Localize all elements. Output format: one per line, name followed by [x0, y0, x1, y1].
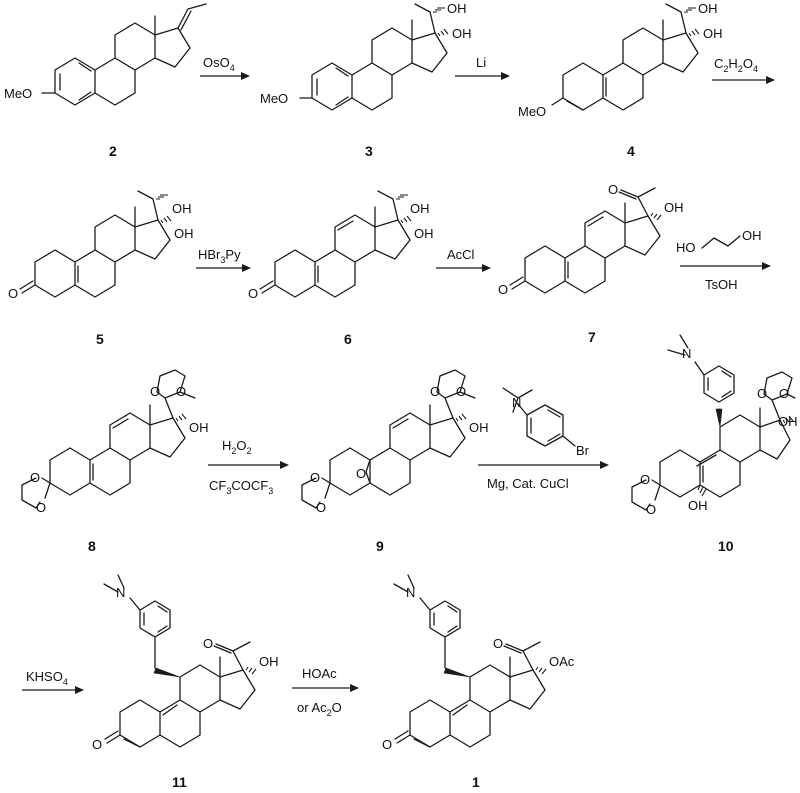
- compound-10-dioxolane-o-a: O: [757, 386, 767, 401]
- compound-11-number: 11: [172, 774, 187, 790]
- reagent-mg-cucl: Mg, Cat. CuCl: [487, 476, 569, 491]
- compound-11-oh: OH: [259, 654, 279, 669]
- reagent-ac2o: or Ac2O: [297, 700, 342, 718]
- compound-2-meo-label: MeO: [4, 86, 32, 101]
- compound-8-ketal-o1: O: [30, 470, 40, 485]
- reagent-hbr3-py: HBr3Py: [198, 247, 241, 265]
- reagent-glycol-oh: OH: [742, 228, 762, 243]
- compound-4-oh-a: OH: [698, 1, 718, 16]
- compound-7-oh: OH: [664, 200, 684, 215]
- compound-1-oac: OAc: [549, 654, 575, 669]
- compound-1-structure: [393, 574, 547, 748]
- compound-3-number: 3: [365, 143, 373, 159]
- compound-9-ketal-o1: O: [310, 470, 320, 485]
- arrow-oxalic-acid: [712, 76, 775, 84]
- reagent-oxalic-acid: C2H2O4: [714, 56, 758, 74]
- arrow-li: [455, 72, 510, 80]
- compound-1-oxo: O: [382, 737, 392, 752]
- compound-6-oh-a: OH: [410, 201, 430, 216]
- compound-7-oxo: O: [498, 282, 508, 297]
- bromoaniline-structure: [502, 387, 576, 447]
- arrow-hbr3-py: [196, 264, 251, 272]
- compound-1-c20-oxo: O: [493, 636, 503, 651]
- compound-10-dioxolane-o-b: O: [779, 386, 789, 401]
- compound-7-structure: [509, 187, 662, 294]
- compound-4-number: 4: [627, 143, 635, 159]
- compound-8-dioxolane-o-b: O: [176, 384, 186, 399]
- reagent-h2o2: H2O2: [222, 438, 252, 456]
- reagent-khso4: KHSO4: [26, 669, 68, 687]
- arrow-accl: [436, 264, 491, 272]
- reagent-accl: AcCl: [447, 247, 475, 262]
- compound-10-number: 10: [718, 538, 734, 554]
- ethylene-glycol-structure: [701, 235, 741, 249]
- reagent-osO4: OsO4: [203, 55, 235, 73]
- compound-8-ketal-o2: O: [36, 500, 46, 515]
- arrow-grignard: [478, 461, 609, 469]
- arrow-osO4: [200, 72, 250, 80]
- compound-8-structure: [21, 369, 196, 509]
- compound-10-oh: OH: [778, 414, 798, 429]
- arrow-glycol-tsoh: [680, 262, 771, 270]
- compound-11-c20-oxo: O: [203, 636, 213, 651]
- compound-7-c20-oxo: O: [608, 182, 618, 197]
- compound-8-dioxolane-o-a: O: [150, 384, 160, 399]
- compound-9-structure: [301, 369, 476, 509]
- compound-3-oh-a: OH: [447, 1, 467, 16]
- compound-5-oxo: O: [8, 286, 18, 301]
- compound-10-ketal-o1: O: [640, 472, 650, 487]
- compound-3-structure: [299, 3, 449, 111]
- reagent-tsoh: TsOH: [705, 277, 738, 292]
- compound-10-5-oh: OH: [688, 498, 708, 513]
- compound-11-oxo: O: [92, 737, 102, 752]
- compound-4-structure: [551, 3, 700, 111]
- bromoaniline-n: N: [512, 395, 521, 410]
- compound-4-oh-b: OH: [703, 26, 723, 41]
- compound-5-oh-b: OH: [174, 226, 194, 241]
- compound-1-n: N: [406, 585, 415, 600]
- compound-9-epoxide-o: O: [356, 466, 366, 481]
- compound-9-dioxolane-o-b: O: [456, 384, 466, 399]
- compound-10-structure: [631, 334, 796, 511]
- compound-11-structure: [103, 574, 257, 748]
- reagent-hexafluoroacetone: CF3COCF3: [209, 478, 273, 496]
- compound-11-n: N: [116, 585, 125, 600]
- compound-9-ketal-o2: O: [316, 500, 326, 515]
- reagent-glycol-ho: HO: [676, 240, 696, 255]
- compound-9-dioxolane-o-a: O: [430, 384, 440, 399]
- compound-6-oxo: O: [248, 286, 258, 301]
- compound-10-ketal-o2: O: [646, 502, 656, 517]
- compound-10-n: N: [682, 346, 691, 361]
- compound-8-oh: OH: [189, 420, 209, 435]
- compound-6-number: 6: [344, 331, 352, 347]
- reagent-li: Li: [476, 55, 486, 70]
- arrow-h2o2: [208, 461, 289, 469]
- compound-3-meo-label: MeO: [260, 91, 288, 106]
- compound-1-number: 1: [472, 774, 480, 790]
- compound-6-structure: [259, 190, 412, 298]
- compound-5-number: 5: [96, 331, 104, 347]
- arrow-acetylation: [292, 684, 359, 692]
- compound-2-structure: [41, 3, 207, 106]
- compound-2-number: 2: [109, 143, 117, 159]
- reagent-hoac: HOAc: [302, 666, 337, 681]
- arrow-khso4: [22, 686, 84, 694]
- compound-6-oh-b: OH: [414, 226, 434, 241]
- compound-9-oh: OH: [469, 420, 489, 435]
- compound-4-meo-label: MeO: [518, 104, 546, 119]
- bromoaniline-br: Br: [576, 443, 590, 458]
- compound-8-number: 8: [88, 538, 96, 554]
- compound-5-oh-a: OH: [172, 201, 192, 216]
- compound-5-structure: [19, 190, 172, 298]
- compound-7-number: 7: [588, 329, 596, 345]
- compound-3-oh-b: OH: [452, 26, 472, 41]
- compound-9-number: 9: [376, 538, 384, 554]
